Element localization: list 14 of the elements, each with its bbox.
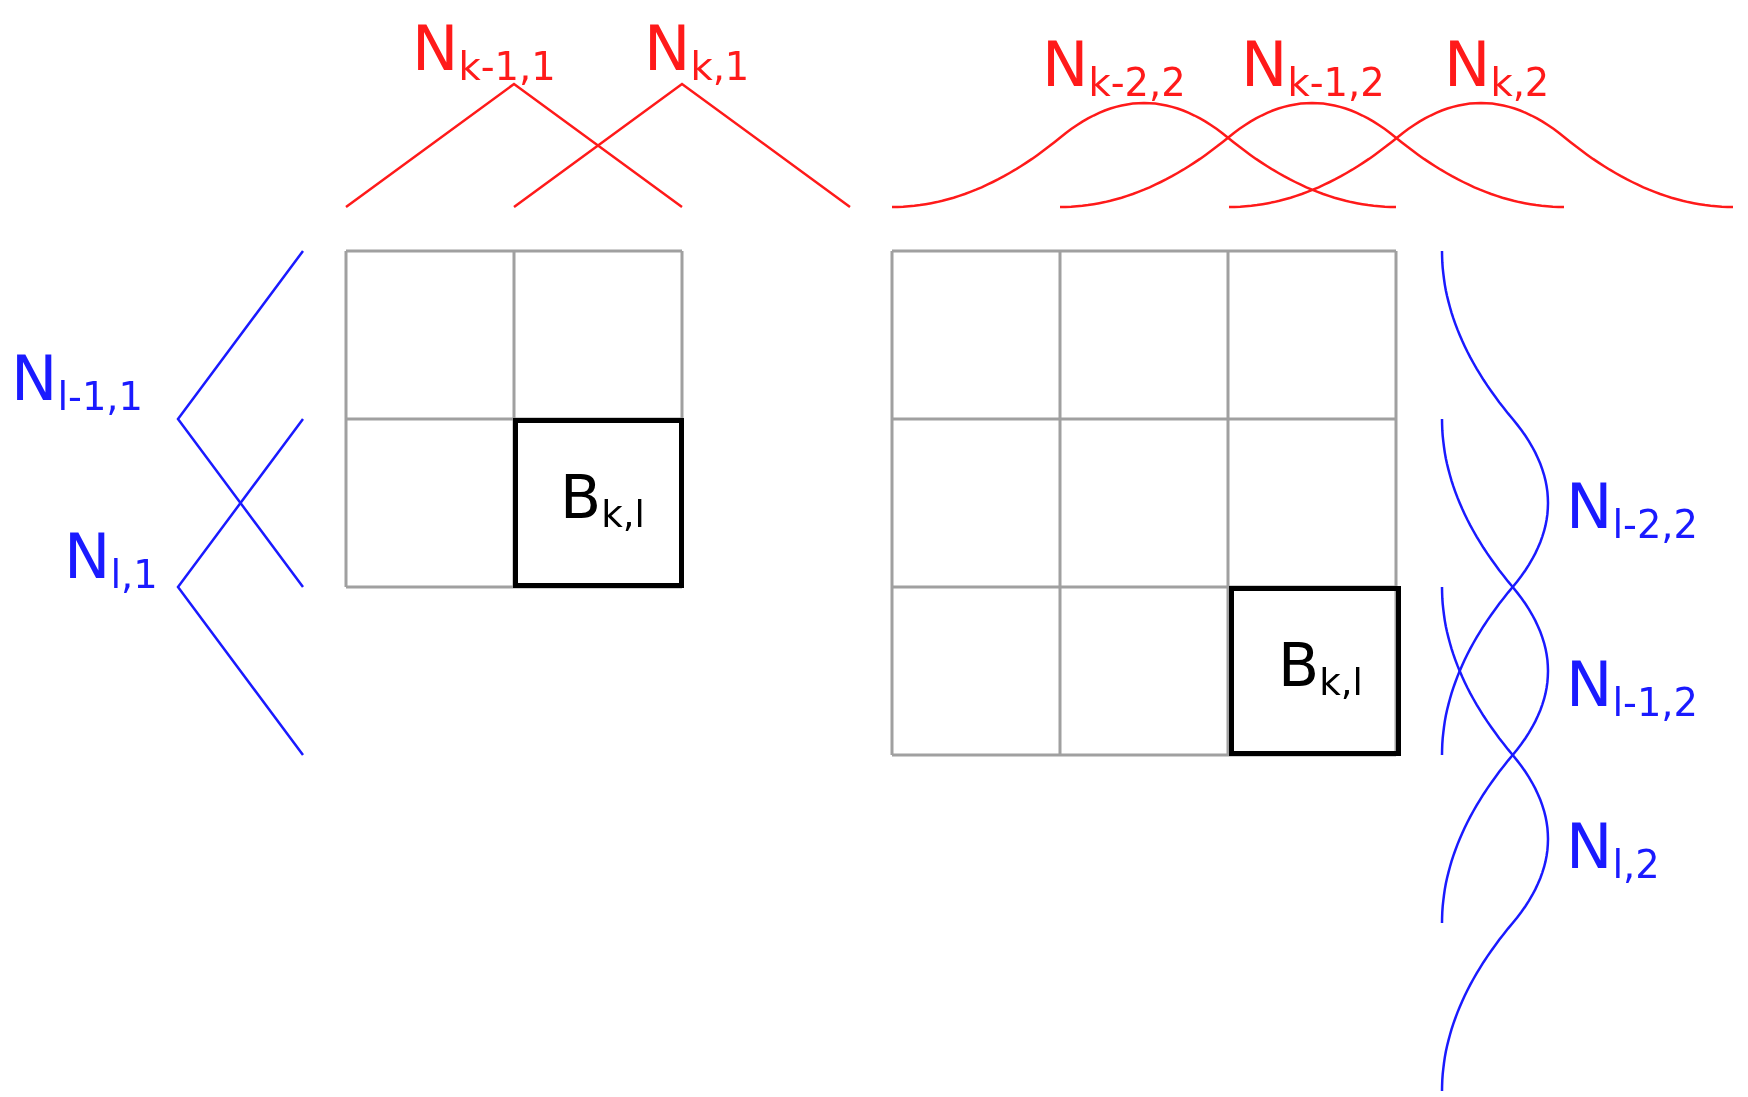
basis-function-label: N$_{k-2,2}$ [1042,34,1186,103]
basis-function-label: N$_{k,1}$ [644,18,750,87]
basis-function-label: N$_{l-1,1}$ [11,348,144,417]
highlighted-cell [1229,586,1401,756]
highlighted-cell [513,418,684,588]
basis-function-label: N$_{l,2}$ [1566,816,1660,885]
basis-function-label: N$_{l-2,2}$ [1566,476,1699,545]
basis-function-label: N$_{k-1,1}$ [412,18,556,87]
basis-function-label: N$_{k-1,2}$ [1241,34,1385,103]
basis-function-label: N$_{k,2}$ [1444,34,1550,103]
basis-function-label: N$_{l,1}$ [64,526,158,595]
cell-label: B$_{k,l}$ [1278,635,1363,702]
basis-function-label: N$_{l-1,2}$ [1566,654,1699,723]
cell-label: B$_{k,l}$ [560,467,645,534]
